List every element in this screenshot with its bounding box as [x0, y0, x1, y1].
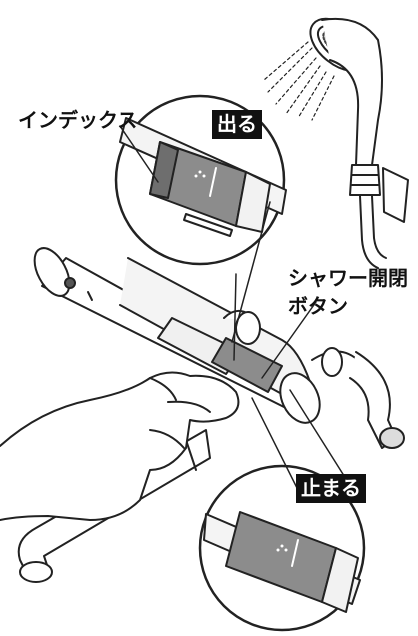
index-label: インデックス — [18, 108, 138, 132]
faucet-body — [33, 247, 405, 449]
leader-lines — [119, 125, 359, 503]
zoom-circle-close — [198, 464, 366, 632]
hand-illustration — [0, 371, 240, 521]
shower-button-label-line2: ボタン — [288, 294, 348, 318]
close-tag: 止まる — [296, 474, 366, 503]
shower-head-icon — [309, 17, 409, 269]
water-spray — [263, 41, 335, 121]
open-tag: 出る — [212, 110, 262, 139]
shower-toggle-button — [211, 337, 283, 393]
shower-button-label-line1: シャワー開閉 — [288, 266, 408, 290]
